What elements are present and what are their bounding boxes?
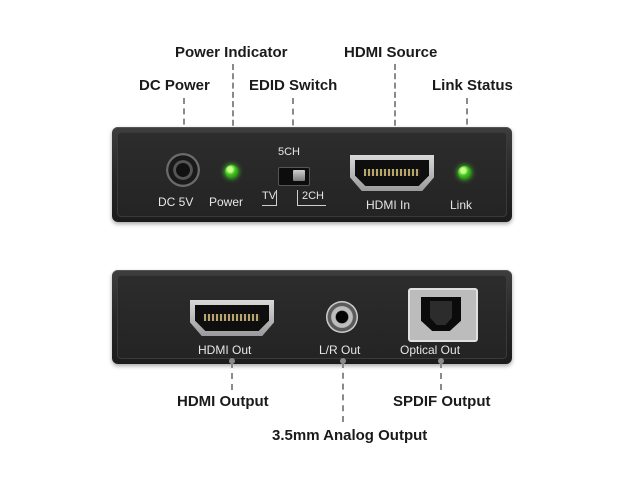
tv-bracket bbox=[262, 190, 277, 206]
hdmi-out-port-icon bbox=[190, 300, 274, 336]
hdmi-output-leader-dot bbox=[229, 358, 235, 364]
audio-jack-icon bbox=[326, 301, 358, 333]
2ch-bracket bbox=[297, 190, 326, 206]
edid-switch-icon bbox=[278, 167, 310, 186]
hdmi-output-leader bbox=[231, 362, 233, 390]
switch-2ch-label: 2CH bbox=[302, 190, 325, 202]
hdmi-source-callout: HDMI Source bbox=[344, 44, 438, 61]
power-indicator-leader bbox=[232, 64, 234, 135]
analog-output-leader bbox=[342, 362, 344, 422]
hdmi-out-label: HDMI Out bbox=[198, 343, 252, 357]
switch-5ch-label: 5CH bbox=[278, 146, 301, 158]
spdif-output-leader-dot bbox=[438, 358, 444, 364]
link-status-leader bbox=[466, 98, 468, 135]
spdif-output-callout: SPDIF Output bbox=[393, 393, 491, 410]
hdmi-in-pins bbox=[364, 169, 420, 176]
link-label: Link bbox=[450, 198, 473, 212]
analog-output-leader-dot bbox=[340, 358, 346, 364]
lr-out-label: L/R Out bbox=[319, 343, 361, 357]
power-indicator-callout: Power Indicator bbox=[175, 44, 288, 61]
hdmi-in-label: HDMI In bbox=[366, 198, 411, 212]
dc-power-leader bbox=[183, 98, 185, 135]
edid-switch-knob bbox=[293, 170, 305, 181]
analog-output-callout: 3.5mm Analog Output bbox=[272, 427, 428, 444]
link-led-icon bbox=[458, 166, 471, 179]
hdmi-in-port-icon bbox=[350, 155, 434, 191]
dc-power-callout: DC Power bbox=[139, 77, 210, 94]
hdmi-source-leader bbox=[394, 64, 396, 135]
spdif-output-leader bbox=[440, 362, 442, 390]
hdmi-output-callout: HDMI Output bbox=[177, 393, 269, 410]
optical-port-shape bbox=[421, 297, 461, 331]
hdmi-out-pins bbox=[204, 314, 260, 321]
edid-switch-leader bbox=[292, 98, 294, 136]
switch-tv-label: TV bbox=[262, 190, 277, 202]
link-status-callout: Link Status bbox=[432, 77, 513, 94]
dc-5v-label: DC 5V bbox=[158, 195, 194, 209]
power-label: Power bbox=[209, 195, 244, 209]
power-led-icon bbox=[225, 165, 238, 178]
optical-out-label: Optical Out bbox=[400, 343, 461, 357]
dc-jack-icon bbox=[166, 153, 200, 187]
optical-port-icon bbox=[408, 288, 478, 342]
edid-switch-callout: EDID Switch bbox=[249, 77, 338, 94]
